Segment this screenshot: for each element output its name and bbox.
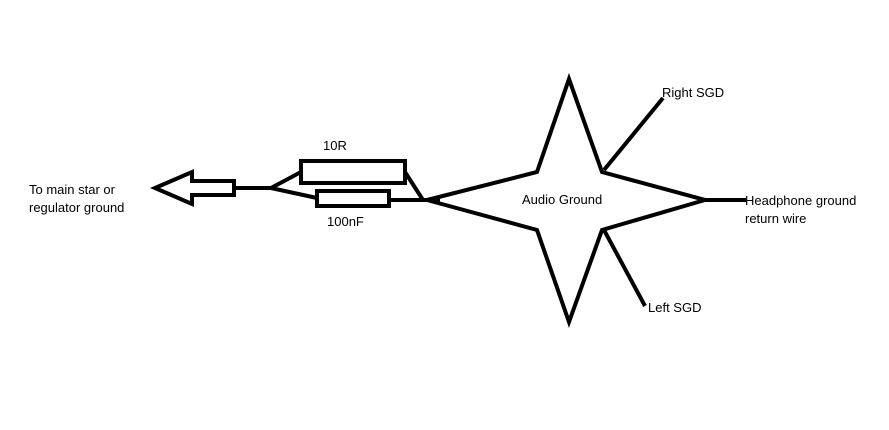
capacitor-100nf <box>315 189 391 208</box>
wire-capacitor-left <box>270 186 318 200</box>
ground-arrow <box>149 168 236 208</box>
label-to-main-star-line1: To main star or <box>29 182 115 197</box>
label-headphone-line2: return wire <box>745 211 807 226</box>
wire-resistor-left <box>270 170 302 190</box>
wire-right-sgd <box>602 96 665 172</box>
label-right-sgd: Right SGD <box>662 85 725 100</box>
label-audio-ground: Audio Ground <box>522 192 603 207</box>
resistor-10r <box>299 159 407 185</box>
wire-resistor-right <box>403 170 425 202</box>
label-headphone-line1: Headphone ground <box>745 193 857 208</box>
label-resistor: 10R <box>323 138 347 153</box>
label-left-sgd: Left SGD <box>648 300 702 315</box>
label-capacitor: 100nF <box>327 214 364 229</box>
wire-left-sgd <box>602 229 647 307</box>
label-to-main-star-line2: regulator ground <box>29 200 125 215</box>
